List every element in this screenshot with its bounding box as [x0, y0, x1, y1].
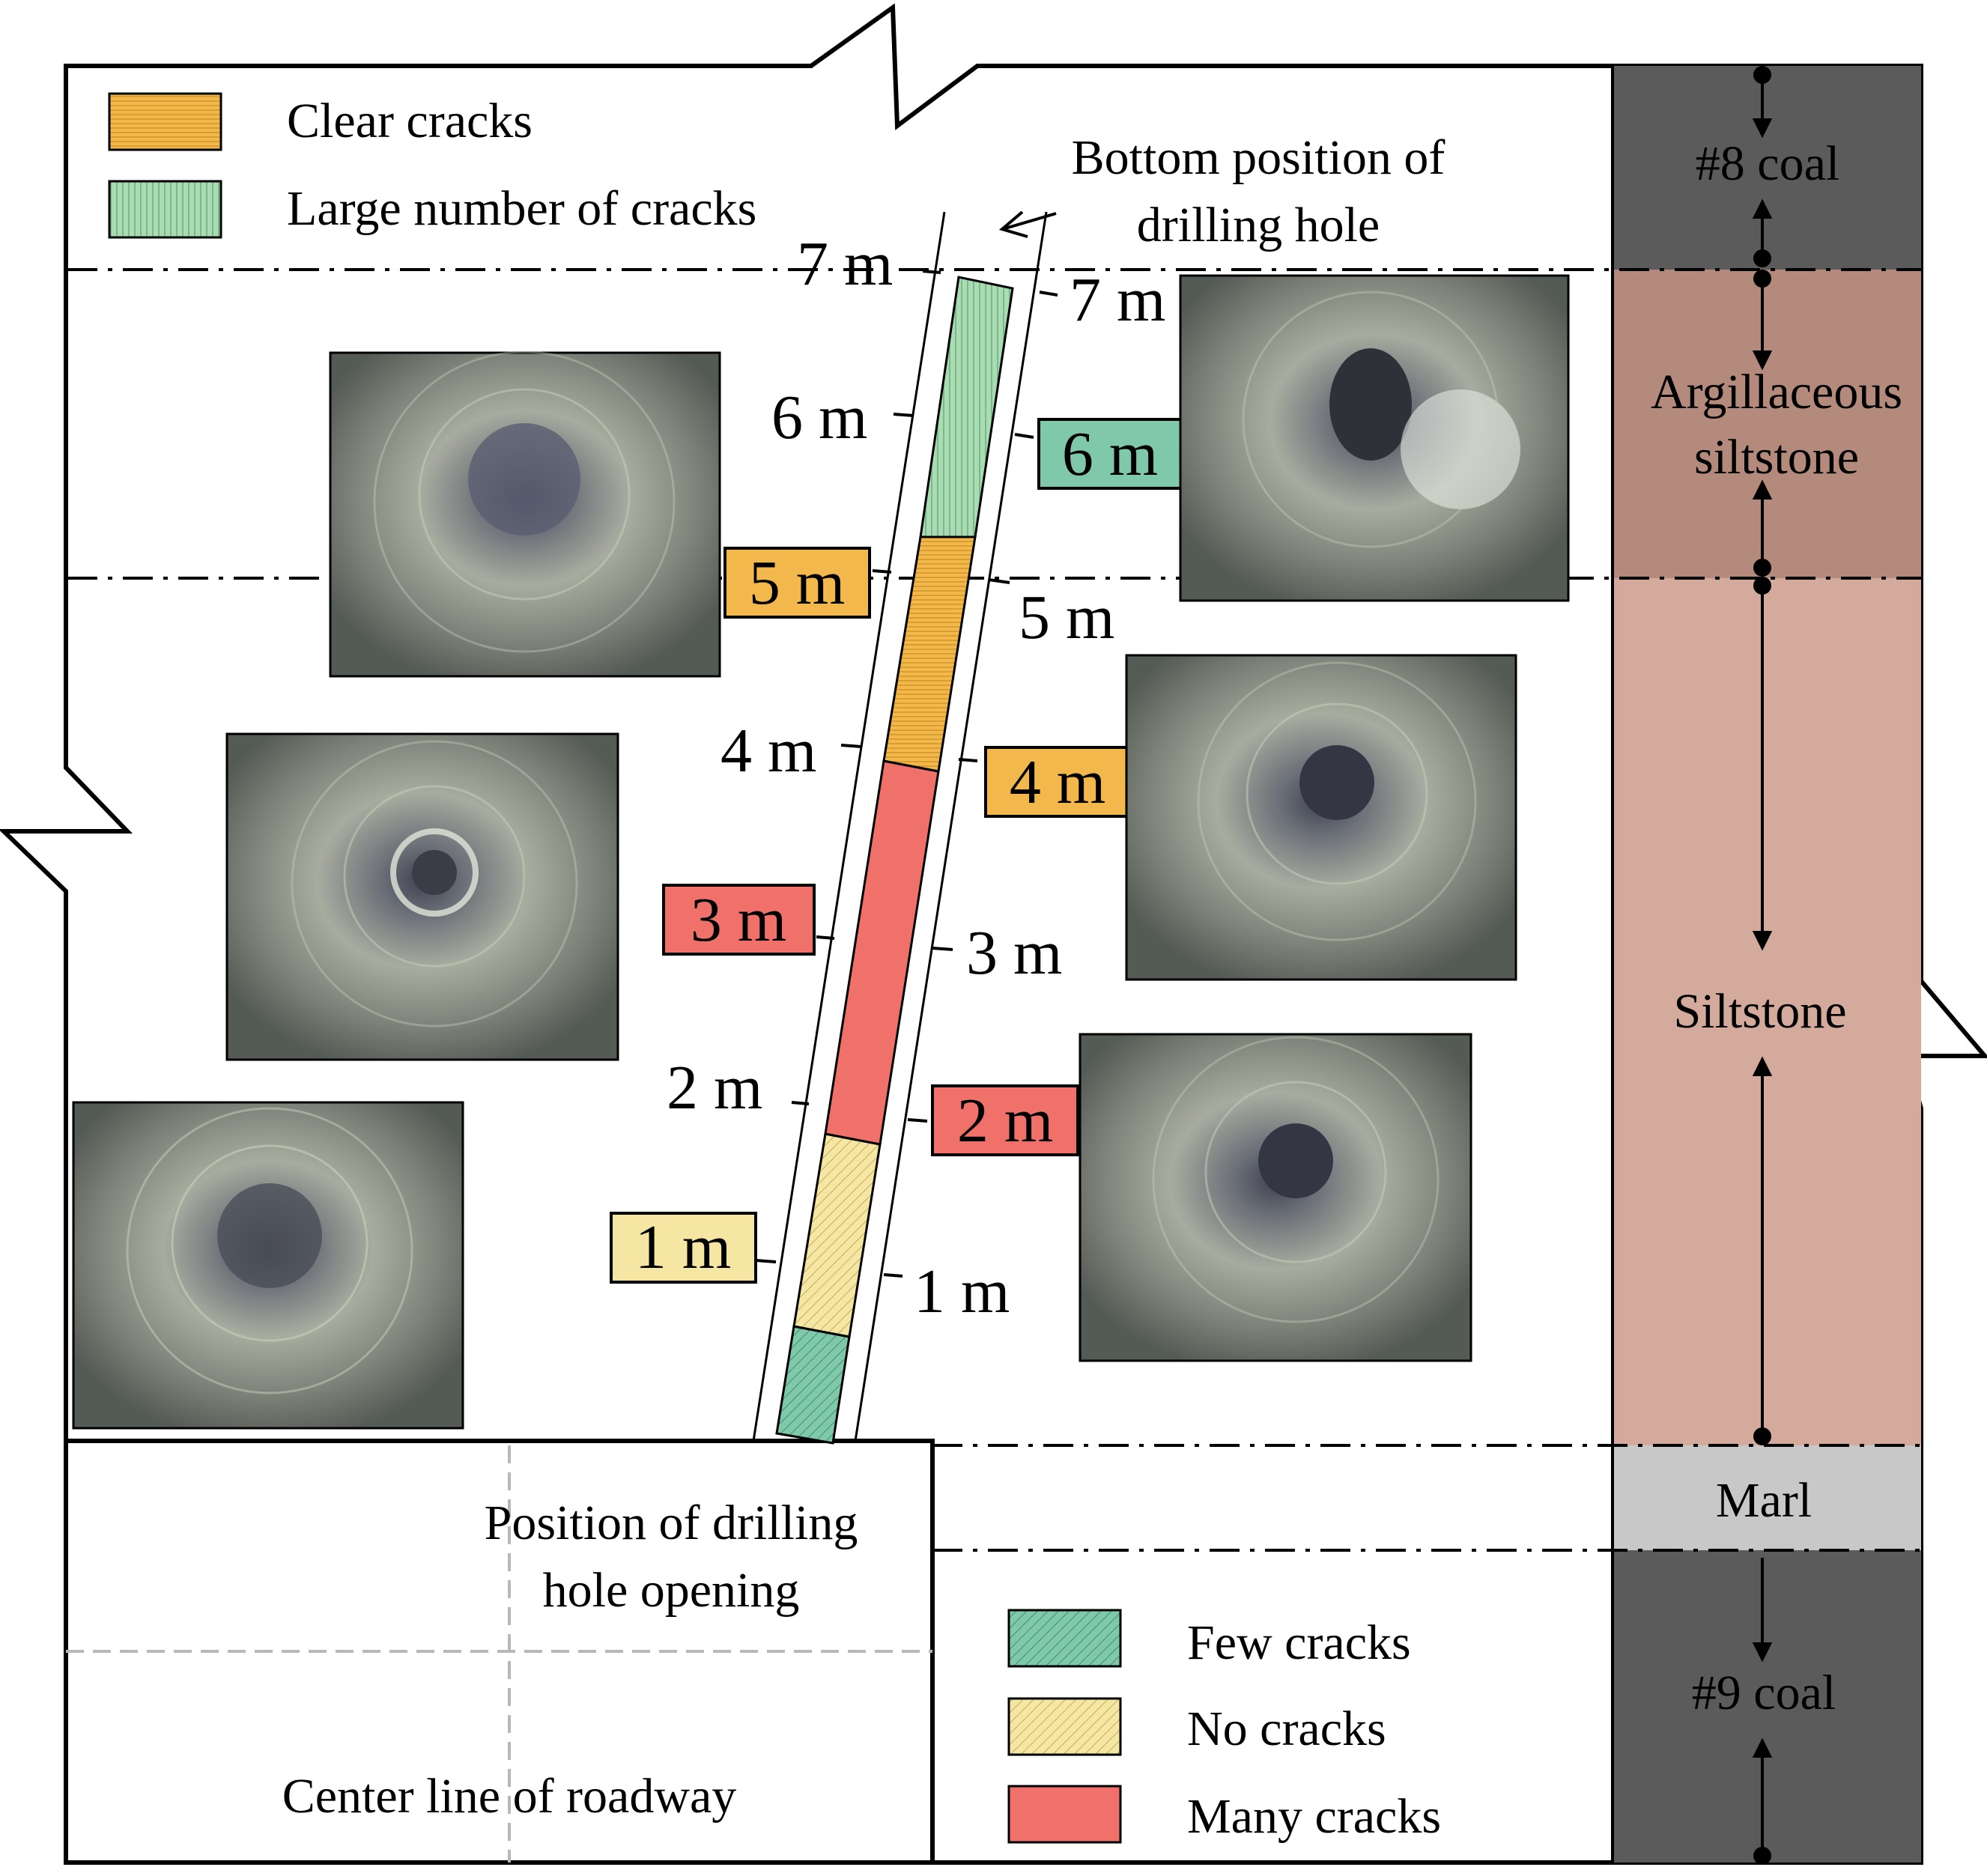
depth-box-1m: 1 m [635, 1212, 731, 1282]
borehole-image-1m [72, 1101, 464, 1430]
label-coal8: #8 coal [1696, 136, 1839, 191]
roadway-section: Position of drilling hole opening Center… [64, 1439, 935, 1865]
label-coal9: #9 coal [1692, 1666, 1836, 1720]
bottom-position-line1: Bottom position of [1072, 130, 1445, 185]
legend-label-many-cracks: Many cracks [1187, 1789, 1441, 1844]
borehole-image-4m [1125, 654, 1517, 981]
segment-large-cracks [919, 276, 1014, 538]
legend-top: Clear cracks Large number of cracks [108, 92, 756, 239]
legend-bottom: Few cracks No cracks Many cracks [1007, 1609, 1441, 1844]
thickness-arrows [1752, 66, 1773, 1865]
depth-box-5m: 5 m [749, 548, 845, 618]
center-line-label: Center line of roadway [282, 1769, 737, 1824]
depth-ticks [756, 270, 1058, 1278]
depth-right-1m: 1 m [914, 1257, 1010, 1326]
opening-label-line1: Position of drilling [485, 1496, 858, 1550]
legend-swatch-clear-cracks [108, 92, 222, 151]
depth-left-6m: 6 m [771, 383, 867, 452]
depth-box-3m: 3 m [691, 885, 786, 955]
depth-right-5m: 5 m [1019, 583, 1114, 652]
legend-swatch-few-cracks [1007, 1609, 1122, 1668]
legend-swatch-no-cracks [1007, 1697, 1122, 1756]
borehole-images [72, 274, 1570, 1430]
depth-right-3m: 3 m [966, 918, 1062, 988]
borehole-image-6m [1179, 274, 1570, 602]
depth-left-2m: 2 m [667, 1053, 762, 1123]
legend-label-large-cracks: Large number of cracks [287, 181, 756, 236]
depth-left-4m: 4 m [721, 716, 816, 786]
legend-label-no-cracks: No cracks [1187, 1702, 1386, 1756]
stratum-argillaceous-siltstone [1613, 270, 1921, 578]
strata-column [1611, 66, 1921, 1863]
bottom-arrow [998, 210, 1057, 238]
label-marl: Marl [1716, 1473, 1812, 1528]
label-siltstone: Siltstone [1673, 984, 1846, 1039]
depth-left-7m: 7 m [797, 229, 893, 299]
legend-label-few-cracks: Few cracks [1187, 1615, 1411, 1670]
depth-box-4m: 4 m [1010, 747, 1105, 817]
label-argillaceous-line2: siltstone [1694, 430, 1859, 485]
depth-box-6m: 6 m [1062, 419, 1158, 489]
stratum-coal8 [1613, 66, 1921, 270]
legend-label-clear-cracks: Clear cracks [287, 94, 533, 148]
label-argillaceous-line1: Argillaceous [1651, 365, 1902, 419]
borehole-image-3m [225, 732, 619, 1061]
opening-label-line2: hole opening [543, 1563, 800, 1618]
stratum-coal9 [1613, 1550, 1921, 1863]
bottom-position-line2: drilling hole [1137, 198, 1380, 252]
borehole-image-5m [329, 350, 721, 678]
stratum-marl [1613, 1445, 1921, 1550]
legend-swatch-many-cracks [1007, 1785, 1122, 1844]
borehole [752, 211, 1048, 1445]
depth-right-7m: 7 m [1070, 265, 1165, 335]
stratum-siltstone [1613, 578, 1921, 1445]
depth-box-2m: 2 m [957, 1086, 1053, 1156]
legend-swatch-large-cracks [108, 180, 222, 239]
borehole-image-2m [1079, 1033, 1472, 1362]
